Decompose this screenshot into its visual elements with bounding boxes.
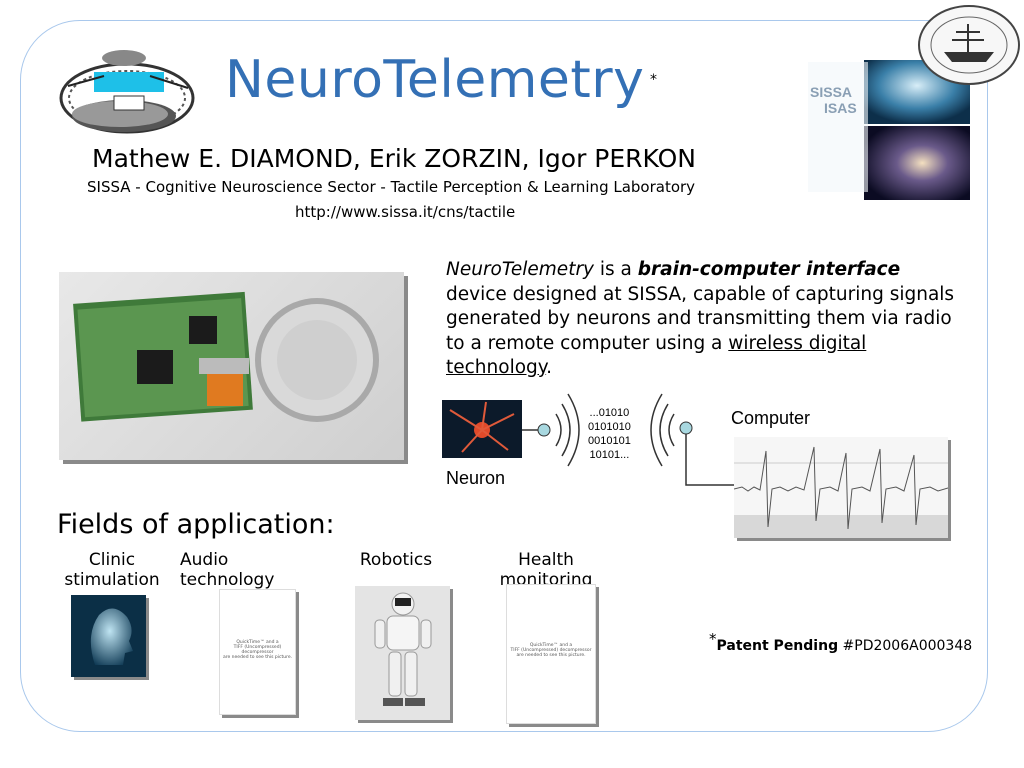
description-wireless: wireless digital technology	[446, 332, 867, 379]
device-photo	[59, 272, 404, 460]
slide-frame	[20, 20, 988, 732]
audio-image-placeholder: QuickTime™ and a TIFF (Uncompressed) dec…	[219, 589, 296, 715]
radio-link-diagram	[522, 393, 734, 486]
neuron-image	[442, 400, 522, 458]
authors: Mathew E. DIAMOND, Erik ZORZIN, Igor PER…	[92, 144, 696, 173]
field-label-audio: Audio technology	[180, 550, 275, 590]
telemetry-logo-icon	[59, 50, 195, 134]
field-label-robotics: Robotics	[359, 550, 433, 570]
description-bci: brain-computer interface	[637, 259, 901, 280]
health-image-placeholder: QuickTime™ and a TIFF (Uncompressed) dec…	[506, 584, 596, 724]
field-label-clinic: Clinic stimulation	[64, 550, 160, 590]
bitstream: ...01010 0101010 0010101 10101...	[588, 407, 631, 461]
seal-icon	[918, 5, 1020, 85]
page-title: NeuroTelemetry	[225, 50, 645, 110]
robot-image	[355, 586, 450, 720]
patent-note: *Patent Pending #PD2006A000348	[709, 630, 973, 654]
fields-title: Fields of application:	[57, 509, 335, 540]
signal-trace-image	[733, 437, 949, 538]
title-asterisk: *	[650, 72, 657, 88]
affiliation: SISSA - Cognitive Neuroscience Sector - …	[87, 178, 696, 196]
clinic-image	[71, 595, 146, 677]
neuron-label: Neuron	[446, 468, 506, 488]
lab-url[interactable]: http://www.sissa.it/cns/tactile	[295, 203, 516, 221]
sissa-logo-text: SISSA ISAS	[810, 84, 857, 116]
description-term: NeuroTelemetry	[446, 259, 594, 280]
computer-label: Computer	[731, 408, 811, 428]
description: NeuroTelemetry is a brain-computer inter…	[446, 259, 955, 379]
